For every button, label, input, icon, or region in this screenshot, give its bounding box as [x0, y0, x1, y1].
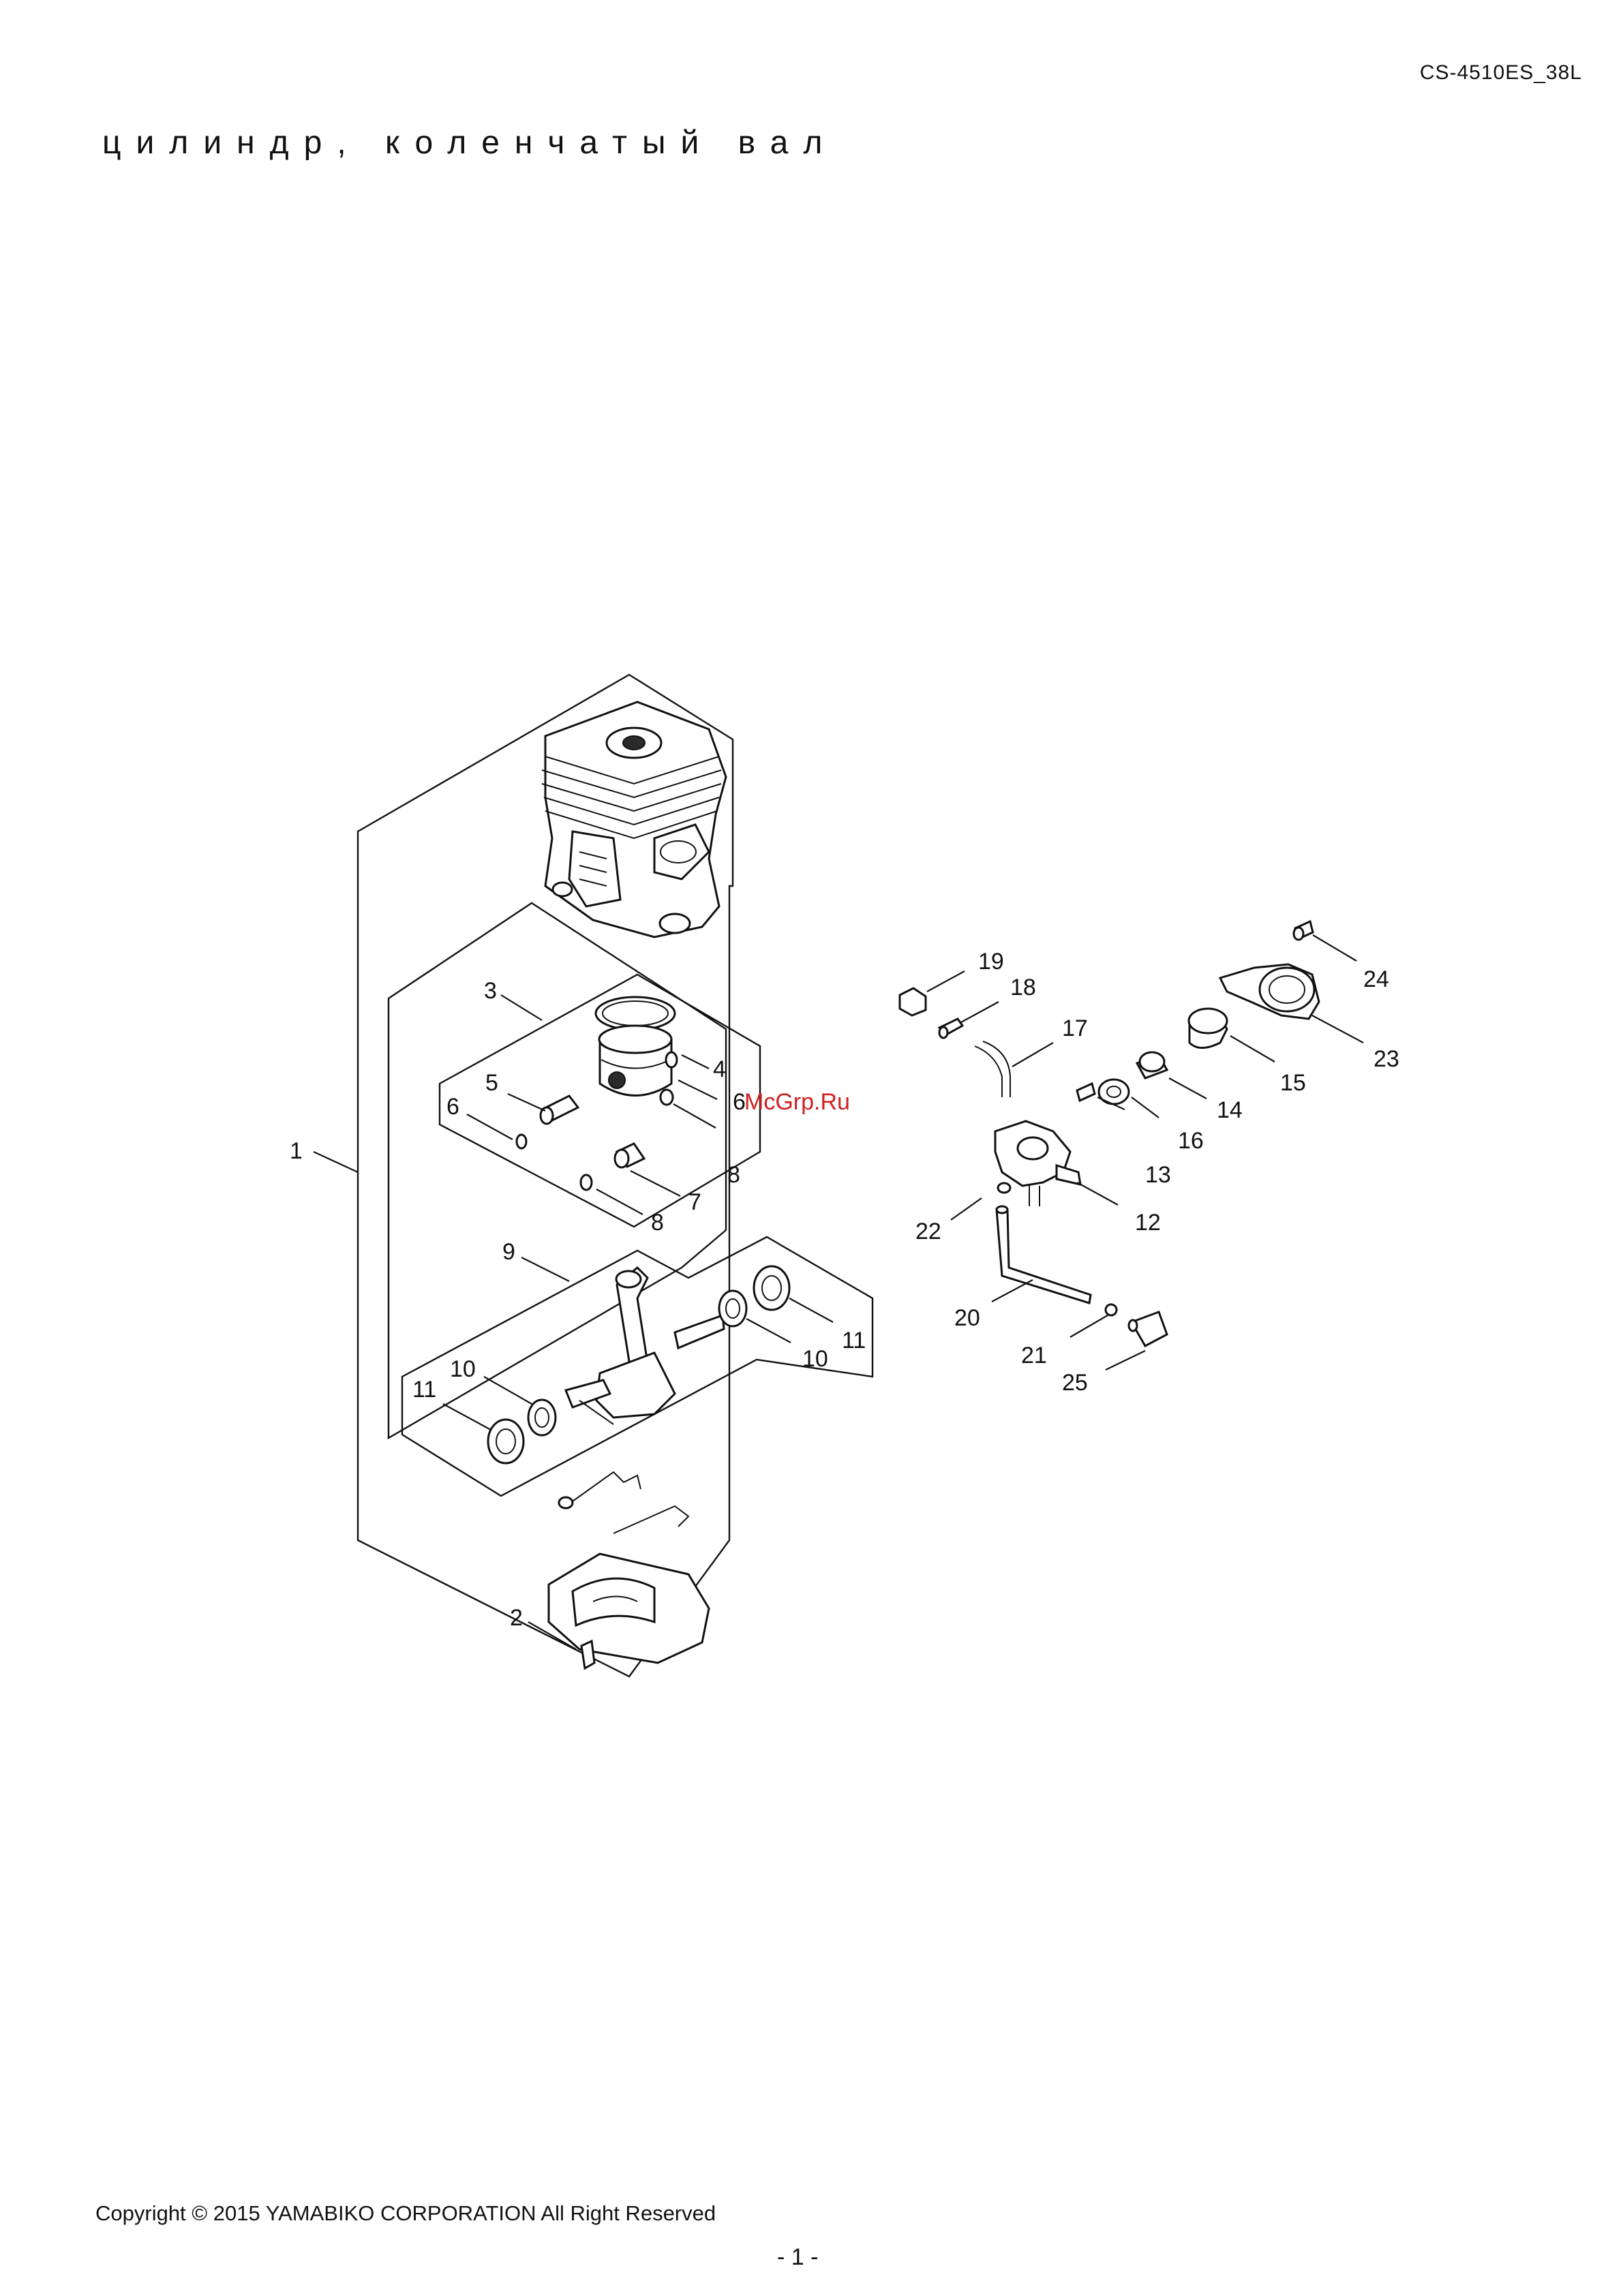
- copyright-notice: Copyright © 2015 YAMABIKO CORPORATION Al…: [95, 2201, 716, 2226]
- cylinder-illustration: [542, 702, 726, 937]
- callout-24: 24: [1363, 966, 1389, 992]
- callout-25: 25: [1062, 1370, 1088, 1396]
- callout-6-left: 6: [446, 1094, 459, 1120]
- callout-numbers: 1 2 3 4 5 6 6 7 8 8 9 10 10 11 11 12 13 …: [290, 949, 1399, 1631]
- callout-16: 16: [1178, 1128, 1204, 1154]
- callout-20: 20: [954, 1305, 980, 1331]
- callout-18: 18: [1010, 975, 1036, 1000]
- callout-22: 22: [915, 1219, 941, 1244]
- callout-21: 21: [1021, 1343, 1047, 1368]
- crankcase-illustration: [549, 1472, 709, 1668]
- piston-kit-illustration: [517, 997, 677, 1190]
- page-number: - 1 -: [777, 2244, 818, 2271]
- bearing-right: [719, 1291, 746, 1326]
- callout-1: 1: [290, 1138, 303, 1164]
- callout-11-left: 11: [412, 1377, 436, 1403]
- callout-15: 15: [1280, 1070, 1306, 1096]
- callout-4: 4: [713, 1056, 726, 1082]
- callout-5: 5: [485, 1070, 498, 1096]
- oil-pump-illustration: [900, 921, 1319, 1346]
- washer-right: [661, 1090, 673, 1105]
- circlip-left: [517, 1135, 526, 1148]
- callout-17: 17: [1062, 1015, 1088, 1041]
- crankshaft-illustration: [488, 1266, 789, 1463]
- crankcase-bolt: [581, 1641, 594, 1668]
- callout-8-left: 8: [651, 1210, 664, 1236]
- callout-13: 13: [1145, 1162, 1171, 1188]
- watermark-link[interactable]: McGrp.Ru: [744, 1089, 850, 1116]
- callout-8-right: 8: [727, 1162, 740, 1188]
- seal-right: [754, 1266, 789, 1310]
- callout-3: 3: [484, 978, 497, 1004]
- hose-17: [975, 1041, 1010, 1097]
- circlip: [666, 1052, 677, 1067]
- screw-13: [1077, 1084, 1095, 1101]
- callout-2: 2: [510, 1605, 523, 1631]
- washer-left: [581, 1175, 592, 1190]
- callout-14: 14: [1217, 1097, 1243, 1123]
- callout-11-right: 11: [842, 1328, 866, 1353]
- suction-hose-20: [997, 1210, 1091, 1303]
- callout-10-right: 10: [802, 1346, 828, 1372]
- clamp-19: [900, 988, 926, 1015]
- callout-9: 9: [502, 1239, 515, 1265]
- seal-left: [488, 1420, 524, 1463]
- callout-7: 7: [688, 1189, 701, 1215]
- callout-23: 23: [1374, 1046, 1399, 1072]
- callout-19: 19: [978, 949, 1004, 975]
- callout-10-left: 10: [450, 1356, 476, 1382]
- seal-21: [1106, 1304, 1117, 1315]
- callout-12: 12: [1135, 1210, 1161, 1236]
- o-ring-22: [998, 1183, 1010, 1193]
- bearing-left: [528, 1400, 556, 1435]
